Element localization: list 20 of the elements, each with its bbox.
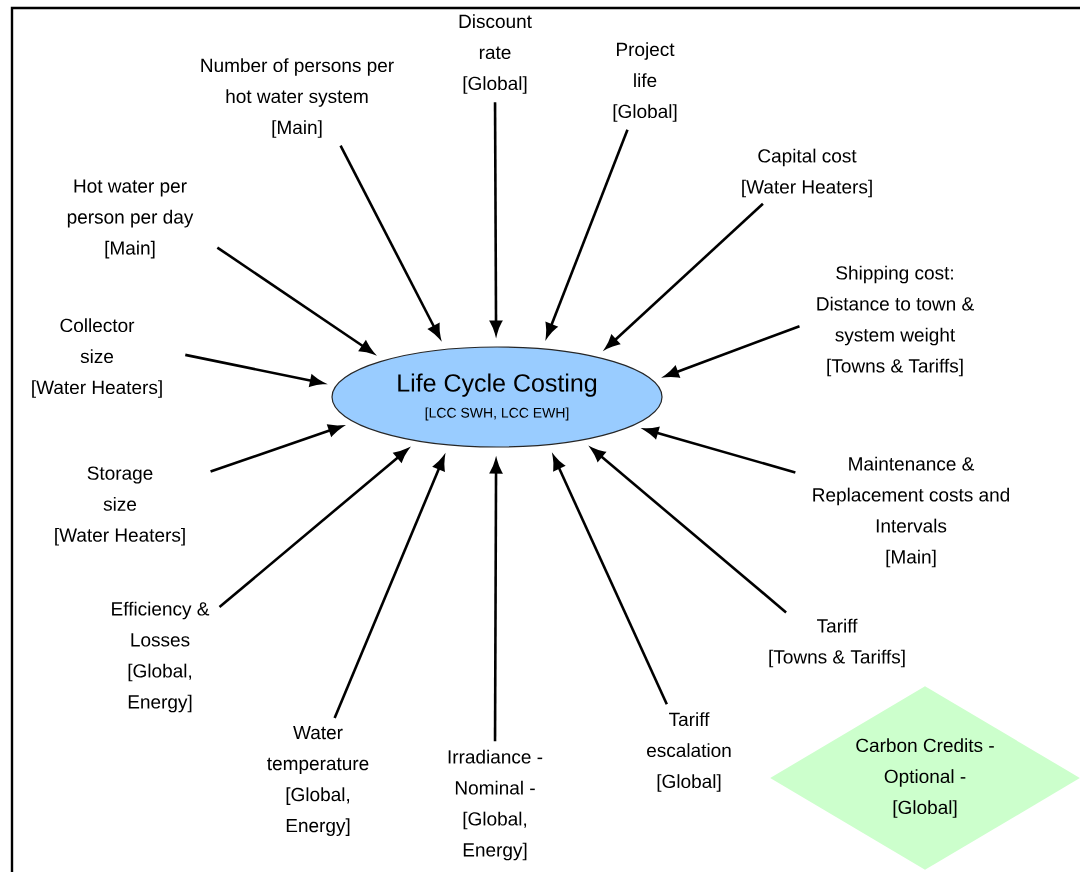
arrow xyxy=(218,448,409,609)
arrow xyxy=(333,456,445,719)
input-label: Tariff escalation [Global] xyxy=(647,712,731,792)
arrow xyxy=(605,202,764,350)
input-label: Shipping cost: Distance to town & system weight [Towns & Tariffs] xyxy=(817,265,974,377)
input-label: Efficiency & Losses [Global, Energy] xyxy=(112,601,210,713)
input-label: Water temperature [Global, Energy] xyxy=(267,726,369,837)
input-label: Storage size [Water Heaters] xyxy=(55,466,185,546)
arrow xyxy=(210,424,343,473)
arrow xyxy=(552,455,668,705)
input-label: Capital cost [Water Heaters] xyxy=(742,148,872,198)
input-label: Maintenance & Replacement costs and Intervals [Main] xyxy=(813,456,1010,568)
input-label: Number of persons per hot water system [Main] xyxy=(201,58,394,138)
input-label: Tariff [Towns & Tariffs] xyxy=(769,618,905,668)
input-label: Hot water per person per day [Main] xyxy=(67,179,194,259)
arrow xyxy=(490,459,503,742)
input-label: Discount rate [Global] xyxy=(459,14,532,94)
input-label: Collector size [Water Heaters] xyxy=(32,318,162,398)
input-label: Irradiance - Nominal - [Global, Energy] xyxy=(448,749,543,861)
input-label: Project life [Global] xyxy=(613,42,677,122)
